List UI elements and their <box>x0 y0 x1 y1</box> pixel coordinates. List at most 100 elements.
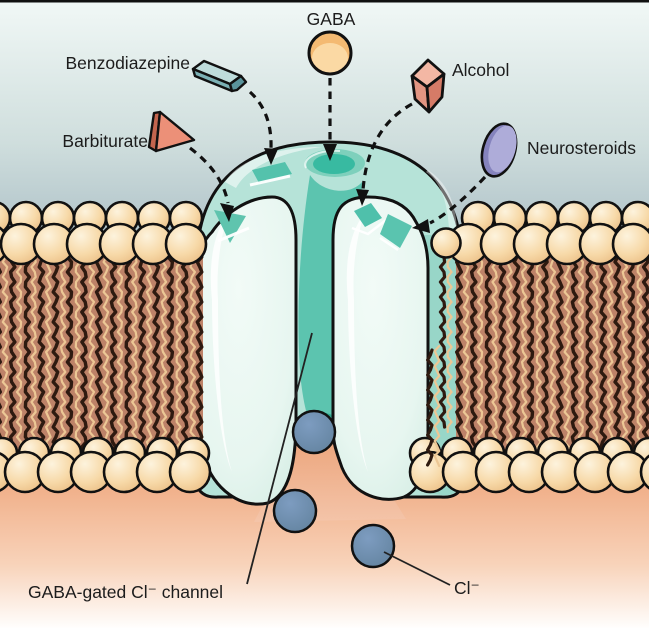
lipid-tail <box>484 250 493 469</box>
chloride-ion-icon <box>272 488 318 534</box>
lipid-tail <box>138 250 147 469</box>
lipid-tail <box>102 250 110 469</box>
lipid-tail <box>641 250 649 469</box>
lipid-head-row <box>0 222 208 266</box>
lipid-tail <box>131 250 138 469</box>
lipid-tail <box>506 250 513 469</box>
barbiturate-arrowhead <box>220 203 234 222</box>
lipid-tail <box>88 250 96 469</box>
lipid-tail <box>51 250 60 469</box>
lipid-tail <box>555 250 564 469</box>
lipid-head <box>164 222 208 266</box>
alcohol-molecule-icon <box>410 58 446 114</box>
lipid-tail <box>59 250 67 469</box>
lipid-tail <box>175 250 182 469</box>
lipid-tail <box>446 255 453 434</box>
lipid-bilayer <box>0 200 649 494</box>
lipid-tail <box>577 250 585 469</box>
lipid-tail <box>116 250 124 469</box>
lipid-tail <box>15 250 23 469</box>
lipid-tail <box>636 250 643 469</box>
lipid-tail <box>520 250 528 469</box>
gaba-molecule-icon <box>307 30 353 76</box>
chloride-label-leader <box>383 551 451 586</box>
barbiturate-arrow <box>189 146 230 204</box>
site-highlight <box>249 174 291 187</box>
site-highlight <box>351 219 387 236</box>
lipid-head-row <box>0 450 212 494</box>
lipid-tail <box>37 250 46 469</box>
benzodiazepine-binding-site <box>252 162 292 183</box>
lipid-tail <box>189 250 196 469</box>
lipid-tail <box>160 250 168 469</box>
lipid-tail <box>570 250 579 469</box>
label-chloride: Cl⁻ <box>454 578 480 598</box>
lipid-tail <box>455 250 463 469</box>
lipid-head <box>168 450 212 494</box>
lipid-tail <box>541 250 549 469</box>
lipid-tail <box>109 250 118 469</box>
lipid-tail <box>563 250 571 469</box>
lipid-tail <box>180 250 189 469</box>
label-barbiturate: Barbiturate <box>62 131 148 151</box>
lipid-tail <box>23 250 32 469</box>
lipid-tail <box>152 250 161 469</box>
lipid-tail <box>627 250 636 469</box>
lipid-tail <box>469 250 478 469</box>
neurosteroids-arrow <box>429 175 487 225</box>
lipid-tail <box>621 250 629 469</box>
lipid-tail <box>1 250 9 469</box>
neurosteroid-molecule-icon <box>480 122 518 178</box>
lipid-tail <box>80 250 88 469</box>
lipid-tail <box>426 348 434 467</box>
top-border <box>0 0 649 3</box>
lipid-head <box>430 227 462 259</box>
lipid-tail <box>535 250 542 469</box>
chloride-ion-icon <box>350 523 396 569</box>
lipid-tail <box>592 250 599 469</box>
gaba-channel <box>195 140 464 522</box>
left-subunit-highlight <box>210 214 232 472</box>
lipid-tail <box>549 250 557 469</box>
lipid-tail <box>599 250 608 469</box>
gaba-arrowhead <box>323 144 337 161</box>
dome-highlight-right <box>426 170 457 228</box>
benzodiazepine-arrow <box>248 90 273 149</box>
lipid-tail <box>526 250 535 469</box>
arrowheads <box>220 144 430 233</box>
label-gaba: GABA <box>306 9 356 29</box>
binding-arrows <box>189 78 487 225</box>
lipid-tail <box>166 250 175 469</box>
channel-left-subunit <box>195 195 298 506</box>
label-neurosteroids: Neurosteroids <box>527 138 636 158</box>
lipid-tail <box>438 255 447 429</box>
lipid-tail <box>124 250 132 469</box>
chloride-ions <box>272 409 396 569</box>
chloride-ion-icon <box>291 409 337 455</box>
lipid-tail <box>45 250 52 469</box>
channel-label-leader <box>246 332 313 585</box>
label-alcohol: Alcohol <box>452 60 510 80</box>
benzodiazepine-arrowhead <box>264 148 278 165</box>
lipid-tail <box>145 250 153 469</box>
lipid-tail <box>498 250 507 469</box>
neurosteroids-arrowhead <box>412 219 430 233</box>
lipid-tail <box>613 250 622 469</box>
front-lipid <box>426 227 462 468</box>
lipid-tails-region <box>455 250 649 469</box>
lipid-tail <box>30 250 37 469</box>
site-highlight <box>217 226 250 243</box>
channel-opening <box>313 154 355 174</box>
lipid-head <box>639 454 649 490</box>
alcohol-binding-site <box>354 203 382 227</box>
neurosteroid-binding-site <box>380 214 412 248</box>
lipid-tail <box>512 250 521 469</box>
lipid-tail <box>462 250 470 469</box>
lipid-head-row <box>446 222 649 266</box>
label-benzodiazepine: Benzodiazepine <box>65 53 190 73</box>
lipid-tail <box>476 250 484 469</box>
right-subunit-highlight <box>346 214 368 472</box>
lipid-tail <box>8 250 17 469</box>
